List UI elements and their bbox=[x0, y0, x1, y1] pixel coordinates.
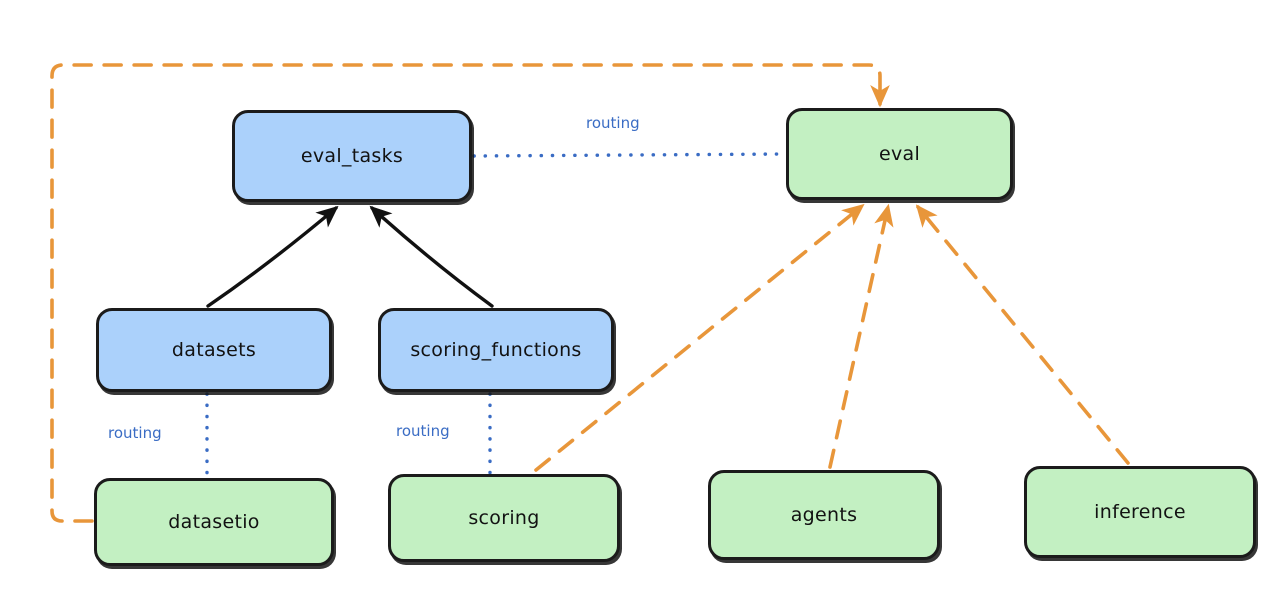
edge-scoring-functions-to-eval-tasks bbox=[369, 205, 494, 308]
node-label-scoring-functions: scoring_functions bbox=[410, 339, 582, 361]
node-datasetio[interactable]: datasetio bbox=[94, 478, 334, 566]
edge-label-routing-eval-tasks-eval: routing bbox=[586, 114, 640, 132]
node-label-inference: inference bbox=[1094, 501, 1186, 523]
edge-agents-to-eval bbox=[828, 203, 894, 469]
edge-eval-tasks-to-eval bbox=[472, 152, 786, 158]
edge-datasets-to-eval-tasks bbox=[206, 205, 339, 308]
node-inference[interactable]: inference bbox=[1024, 466, 1256, 558]
edge-inference-to-eval bbox=[915, 204, 1130, 465]
node-eval-tasks[interactable]: eval_tasks bbox=[232, 110, 472, 202]
node-label-agents: agents bbox=[790, 504, 858, 526]
node-agents[interactable]: agents bbox=[708, 470, 940, 560]
node-label-datasets: datasets bbox=[171, 339, 257, 361]
edge-label-routing-datasets-datasetio: routing bbox=[108, 424, 162, 442]
node-scoring-functions[interactable]: scoring_functions bbox=[378, 308, 614, 392]
node-datasets[interactable]: datasets bbox=[96, 308, 332, 392]
node-label-scoring: scoring bbox=[468, 507, 540, 529]
node-label-eval-tasks: eval_tasks bbox=[300, 145, 404, 167]
node-eval[interactable]: eval bbox=[786, 108, 1013, 200]
node-label-datasetio: datasetio bbox=[168, 511, 260, 533]
edge-label-routing-scoring-functions-scoring: routing bbox=[396, 422, 450, 440]
node-label-eval: eval bbox=[878, 143, 921, 165]
node-scoring[interactable]: scoring bbox=[388, 474, 620, 562]
